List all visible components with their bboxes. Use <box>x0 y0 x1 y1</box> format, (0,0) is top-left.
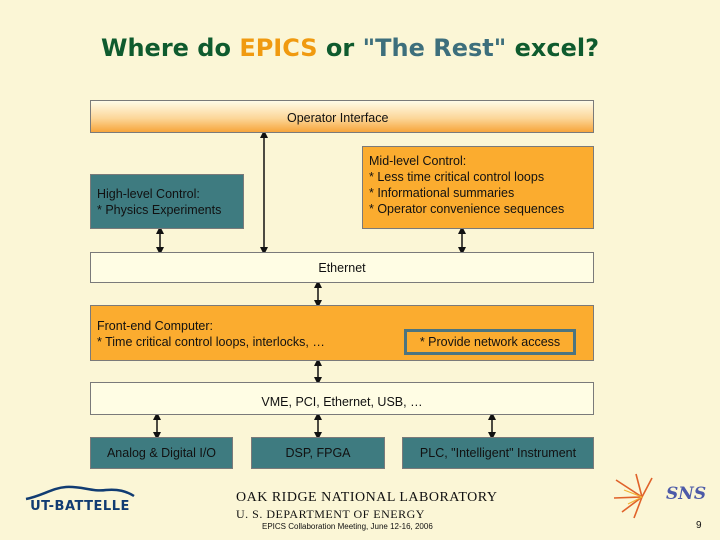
sns-burst-icon <box>613 473 653 519</box>
mid-level-title: Mid-level Control: <box>369 154 467 168</box>
footer-meeting: EPICS Collaboration Meeting, June 12-16,… <box>262 522 433 531</box>
title-middle: or <box>317 34 363 62</box>
plc-label: PLC, "Intelligent" Instrument <box>419 446 577 460</box>
analog-digital-io-box: Analog & Digital I/O <box>90 437 233 469</box>
operator-interface-label: Operator Interface <box>287 111 389 125</box>
mid-level-item: * Less time critical control loops <box>369 170 545 184</box>
front-end-title: Front-end Computer: <box>97 319 214 333</box>
mid-level-control-box: Mid-level Control: * Less time critical … <box>362 146 594 229</box>
network-access-label: * Provide network access <box>419 335 561 349</box>
high-level-item: * Physics Experiments <box>97 203 222 217</box>
high-level-control-box: High-level Control: * Physics Experiment… <box>90 174 244 229</box>
title-rest: "The Rest" <box>362 34 507 62</box>
network-access-box: * Provide network access <box>404 329 576 355</box>
footer-org: OAK RIDGE NATIONAL LABORATORY <box>236 490 498 505</box>
dsp-fpga-box: DSP, FPGA <box>251 437 385 469</box>
operator-interface-box: Operator Interface <box>90 100 594 133</box>
dsp-label: DSP, FPGA <box>285 446 351 460</box>
title-prefix: Where do <box>100 34 240 62</box>
ut-battelle-logo: UT-BATTELLE <box>30 499 130 514</box>
page-number: 9 <box>696 520 702 531</box>
title-epics: EPICS <box>239 34 318 62</box>
front-end-item: * Time critical control loops, interlock… <box>97 335 325 349</box>
ethernet-label: Ethernet <box>318 260 366 275</box>
bus-box: VME, PCI, Ethernet, USB, … <box>90 382 594 415</box>
title-suffix: excel? <box>506 34 600 62</box>
high-level-title: High-level Control: <box>97 187 200 201</box>
analog-io-label: Analog & Digital I/O <box>106 446 217 460</box>
bus-label: VME, PCI, Ethernet, USB, … <box>261 395 423 409</box>
sns-logo: SNS <box>666 484 707 504</box>
slide-title: Where do EPICS or "The Rest" excel? <box>0 34 700 62</box>
footer-dept: U. S. DEPARTMENT OF ENERGY <box>236 507 425 521</box>
ut-battelle-mountain-icon <box>25 485 135 501</box>
plc-instrument-box: PLC, "Intelligent" Instrument <box>402 437 594 469</box>
mid-level-item: * Informational summaries <box>369 186 515 200</box>
ethernet-box: Ethernet <box>90 252 594 283</box>
mid-level-item: * Operator convenience sequences <box>369 202 565 216</box>
